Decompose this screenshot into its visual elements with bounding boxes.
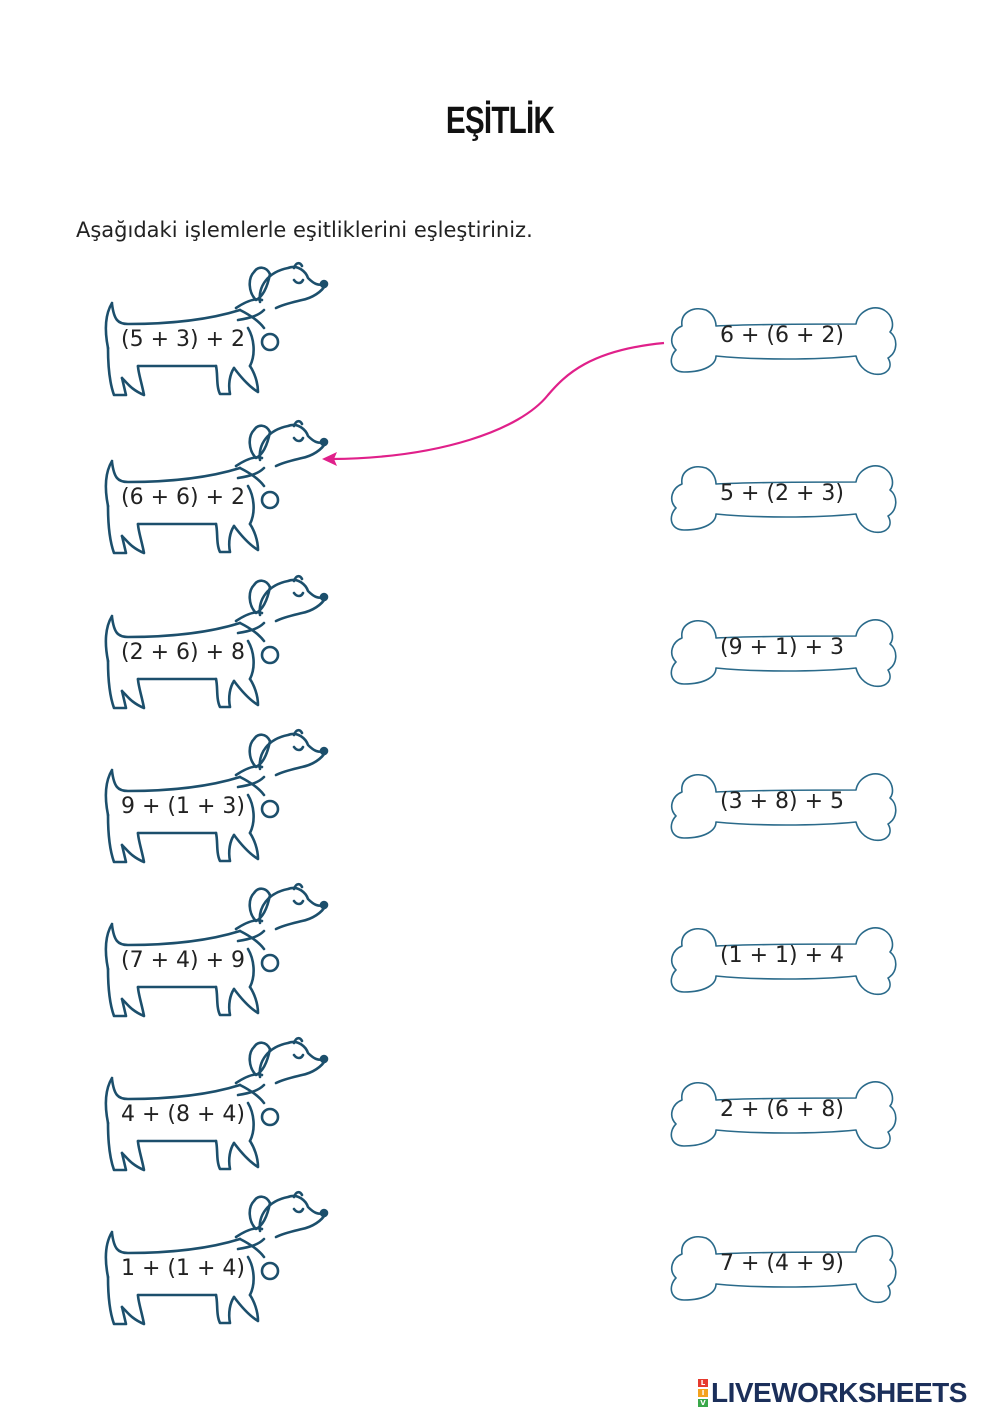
dog-card-7[interactable]: 1 + (1 + 4) <box>98 1187 329 1329</box>
brand-mark-letter: L <box>698 1379 708 1387</box>
bone-expression-7[interactable]: 7 + (4 + 9) <box>720 1251 844 1276</box>
bone-card-5[interactable]: (1 + 1) + 4 <box>666 922 898 996</box>
bone-expression-1[interactable]: 6 + (6 + 2) <box>720 323 844 348</box>
dog-card-6[interactable]: 4 + (8 + 4) <box>98 1033 329 1175</box>
bone-expression-2[interactable]: 5 + (2 + 3) <box>720 481 844 506</box>
brand-logo: L I V LIVEWORKSHEETS <box>698 1377 967 1408</box>
dog-card-1[interactable]: (5 + 3) + 2 <box>98 258 329 400</box>
bone-expression-3[interactable]: (9 + 1) + 3 <box>720 635 844 660</box>
bone-expression-5[interactable]: (1 + 1) + 4 <box>720 943 844 968</box>
bone-card-7[interactable]: 7 + (4 + 9) <box>666 1230 898 1304</box>
bone-card-6[interactable]: 2 + (6 + 8) <box>666 1076 898 1150</box>
dog-expression-1[interactable]: (5 + 3) + 2 <box>121 327 245 352</box>
dog-card-2[interactable]: (6 + 6) + 2 <box>98 416 329 558</box>
brand-mark-letter: V <box>698 1399 708 1407</box>
page-title: EŞİTLİK <box>445 100 555 142</box>
dog-expression-4[interactable]: 9 + (1 + 3) <box>121 794 245 819</box>
bone-expression-4[interactable]: (3 + 8) + 5 <box>720 789 844 814</box>
dog-card-5[interactable]: (7 + 4) + 9 <box>98 879 329 1021</box>
dog-card-3[interactable]: (2 + 6) + 8 <box>98 571 329 713</box>
bone-card-2[interactable]: 5 + (2 + 3) <box>666 460 898 534</box>
bone-card-1[interactable]: 6 + (6 + 2) <box>666 302 898 376</box>
dog-expression-6[interactable]: 4 + (8 + 4) <box>121 1102 245 1127</box>
dog-expression-7[interactable]: 1 + (1 + 4) <box>121 1256 245 1281</box>
brand-mark-letter: I <box>698 1389 708 1397</box>
bone-card-3[interactable]: (9 + 1) + 3 <box>666 614 898 688</box>
bone-card-4[interactable]: (3 + 8) + 5 <box>666 768 898 842</box>
bone-expression-6[interactable]: 2 + (6 + 8) <box>720 1097 844 1122</box>
dog-expression-5[interactable]: (7 + 4) + 9 <box>121 948 245 973</box>
dog-expression-2[interactable]: (6 + 6) + 2 <box>121 485 245 510</box>
brand-mark-icon: L I V <box>698 1378 708 1408</box>
dog-card-4[interactable]: 9 + (1 + 3) <box>98 725 329 867</box>
brand-text: LIVEWORKSHEETS <box>711 1377 967 1408</box>
instruction-text: Aşağıdaki işlemlerle eşitliklerini eşleş… <box>76 218 533 242</box>
dog-expression-3[interactable]: (2 + 6) + 8 <box>121 640 245 665</box>
